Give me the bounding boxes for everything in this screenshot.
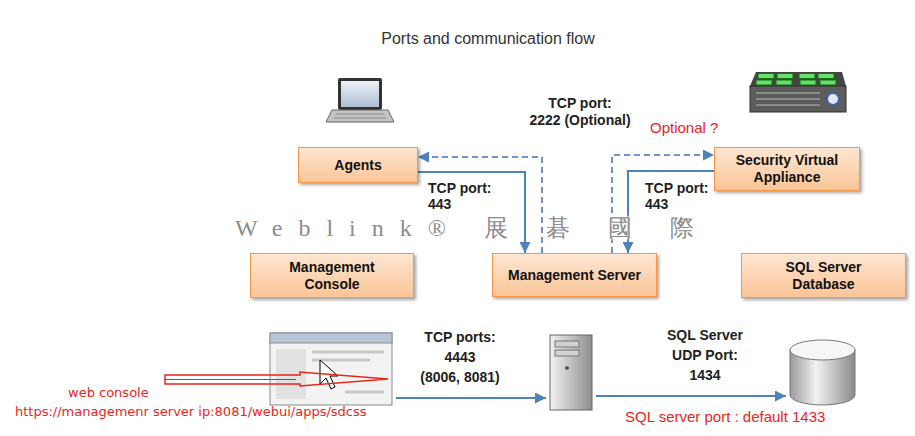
database-cylinder bbox=[790, 340, 855, 405]
pointer-callout-part bbox=[165, 372, 388, 386]
component-box: SQL Server Database bbox=[741, 253, 906, 298]
port-label: TCP port: 2222 (Optional) bbox=[515, 95, 645, 129]
text-line: UDP Port: bbox=[672, 347, 738, 363]
appliance-icon-part bbox=[750, 72, 846, 86]
box-label: Agents bbox=[334, 157, 381, 174]
box-label: Security Virtual Appliance bbox=[736, 152, 838, 186]
appliance-icon-part bbox=[756, 104, 820, 106]
text-line: 4443 bbox=[444, 349, 475, 365]
text-line: (8006, 8081) bbox=[420, 369, 499, 385]
browser-icon-part bbox=[345, 391, 384, 394]
appliance-icon-part bbox=[818, 74, 834, 79]
port-label: TCP port: 443 bbox=[428, 180, 492, 212]
server-tower-icon-part bbox=[565, 366, 569, 370]
text-line: Database bbox=[792, 276, 854, 292]
component-box: Management Server bbox=[492, 253, 657, 297]
appliance-icon-part bbox=[756, 80, 772, 85]
box-label: Management Console bbox=[289, 259, 375, 293]
text-line: Management bbox=[289, 259, 375, 275]
note-text: web console bbox=[68, 385, 149, 400]
port-label: TCP port: 443 bbox=[645, 180, 709, 212]
text-line: TCP ports: bbox=[424, 329, 495, 345]
diagram-title: Ports and communication flow bbox=[288, 30, 688, 48]
appliance-icon-part bbox=[756, 98, 820, 100]
url-note: https://managemenr server ip:8081/webui/… bbox=[15, 404, 367, 419]
appliance-icon-part bbox=[777, 74, 793, 79]
server-tower-icon bbox=[550, 335, 592, 410]
laptop-icon-part bbox=[334, 118, 386, 119]
laptop-icon-part bbox=[341, 81, 379, 107]
flow-arrow bbox=[396, 396, 786, 398]
pointer-callout-part bbox=[165, 379, 296, 380]
appliance-icon-part bbox=[827, 93, 839, 105]
text-line: TCP port: bbox=[428, 180, 492, 196]
appliance-icon-part bbox=[800, 80, 816, 85]
appliance-icon-part bbox=[756, 92, 820, 94]
component-box: Agents bbox=[298, 147, 418, 183]
text-line: SQL Server bbox=[785, 259, 861, 275]
port-label: SQL Server UDP Port: 1434 bbox=[645, 325, 765, 385]
database-cylinder-part bbox=[790, 340, 855, 360]
text-line: 1434 bbox=[689, 367, 720, 383]
note-text: SQL server port : default 1433 bbox=[625, 408, 825, 425]
appliance-icon-part bbox=[820, 80, 836, 85]
text-line: 2222 (Optional) bbox=[529, 112, 630, 128]
watermark: Weblink® 展 碁 國 際 bbox=[235, 212, 710, 244]
text-line: 443 bbox=[428, 196, 451, 212]
browser-icon-part bbox=[276, 349, 306, 399]
text-line: Security Virtual bbox=[736, 152, 838, 168]
laptop-icon bbox=[326, 78, 394, 122]
appliance-icon-part bbox=[799, 74, 815, 79]
browser-icon bbox=[270, 333, 392, 405]
box-label: SQL Server Database bbox=[785, 259, 861, 293]
port-label: TCP ports: 4443 (8006, 8081) bbox=[405, 327, 515, 387]
text-line: TCP port: bbox=[645, 180, 709, 196]
flow-arrow-part bbox=[396, 397, 546, 399]
pointer-callout bbox=[165, 372, 388, 386]
browser-icon-part bbox=[270, 333, 392, 343]
appliance-icon bbox=[750, 72, 846, 112]
appliance-icon-part bbox=[776, 80, 792, 85]
appliance-icon-part bbox=[758, 74, 774, 79]
laptop-icon-part bbox=[338, 78, 382, 110]
component-box: Security Virtual Appliance bbox=[714, 147, 860, 191]
text-line: SQL Server bbox=[667, 327, 743, 343]
browser-icon-part bbox=[270, 333, 392, 405]
server-tower-icon-part bbox=[555, 341, 579, 347]
laptop-icon-part bbox=[336, 114, 384, 115]
laptop-icon-part bbox=[326, 110, 394, 122]
flow-arrow-part bbox=[596, 395, 786, 397]
text-line: Appliance bbox=[754, 169, 821, 185]
note-text: Optional ? bbox=[650, 119, 718, 136]
text-line: 443 bbox=[645, 196, 668, 212]
text-line: Console bbox=[304, 276, 359, 292]
appliance-icon-part bbox=[750, 86, 846, 112]
text-line: TCP port: bbox=[548, 95, 612, 111]
server-tower-icon-part bbox=[555, 350, 579, 356]
component-box: Management Console bbox=[250, 253, 414, 298]
browser-icon-part bbox=[312, 351, 384, 354]
server-tower-icon-part bbox=[550, 335, 592, 410]
box-label: Management Server bbox=[508, 267, 641, 284]
